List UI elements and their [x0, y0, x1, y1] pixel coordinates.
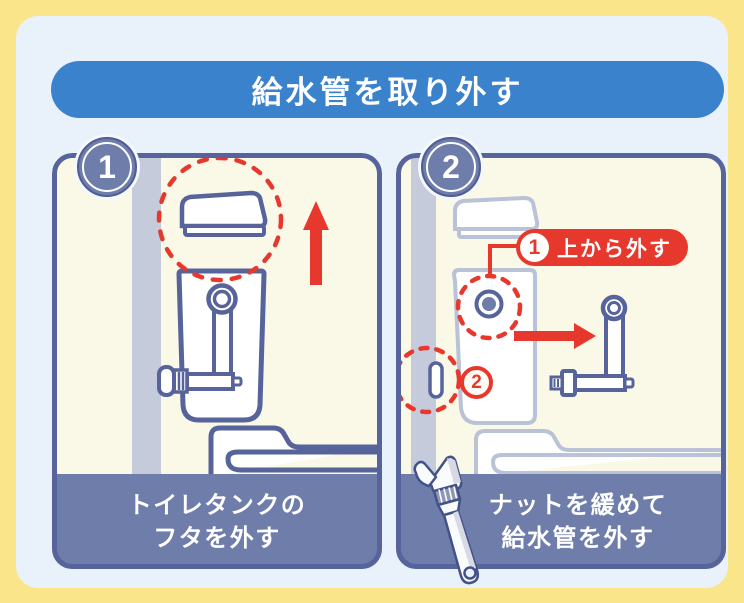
toilet-tank-icon — [157, 268, 267, 423]
step-badge-2: 2 — [421, 137, 481, 197]
toilet-bowl-icon — [474, 429, 726, 478]
caption-line: フタを外す — [153, 524, 281, 552]
page-title: 給水管を取り外す — [251, 75, 524, 110]
panel-border — [52, 153, 382, 569]
tank-nut-icon — [474, 289, 504, 319]
frame-card: 給水管を取り外す — [16, 16, 728, 588]
callout-pill: 1 上から外す — [516, 229, 688, 266]
dashed-circle-highlight — [396, 345, 462, 415]
wall-stripe — [132, 157, 161, 474]
step-number: 1 — [98, 148, 116, 185]
caption-step-1: トイレタンクの フタを外す — [52, 474, 382, 569]
tank-lid-icon — [179, 190, 268, 237]
wrench-icon — [413, 455, 480, 585]
toilet-bowl-icon — [208, 425, 382, 479]
tank-lid-icon — [453, 195, 540, 239]
step-badge-1: 1 — [77, 137, 137, 197]
supply-pipe-icon — [549, 294, 635, 397]
step-panel-2: 1 上から外す 2 ナットを緩めて 給水管を外す — [396, 137, 726, 585]
callout-label: 上から外す — [557, 237, 672, 261]
caption-step-2: ナットを緩めて 給水管を外す — [430, 474, 726, 569]
panel-1-canvas: トイレタンクの フタを外す — [52, 153, 382, 569]
caption-line: トイレタンクの — [127, 491, 307, 519]
dashed-circle-highlight — [455, 273, 523, 341]
shutoff-valve-icon — [157, 365, 243, 397]
caption-band — [52, 474, 382, 569]
valve-marker-circle: 2 — [460, 366, 493, 399]
shutoff-valve-icon — [428, 361, 444, 399]
panel-2-canvas: 1 上から外す 2 ナットを緩めて 給水管を外す — [396, 153, 726, 569]
panel-1-illustration — [52, 153, 382, 569]
overflow-pipe-icon — [206, 283, 238, 379]
wall-stripe — [411, 157, 436, 474]
callout-number-badge: 1 — [520, 233, 549, 262]
callout-connector-line — [488, 244, 518, 274]
step-number: 2 — [442, 148, 460, 185]
caption-line: 給水管を外す — [501, 524, 655, 552]
step-panel-1: トイレタンクの フタを外す 1 — [52, 137, 382, 569]
up-arrow-icon — [303, 201, 329, 285]
right-arrow-icon — [514, 323, 596, 349]
header-pill: 給水管を取り外す — [51, 61, 724, 118]
panel-border — [396, 153, 726, 569]
caption-line: ナットを緩めて — [488, 491, 668, 519]
